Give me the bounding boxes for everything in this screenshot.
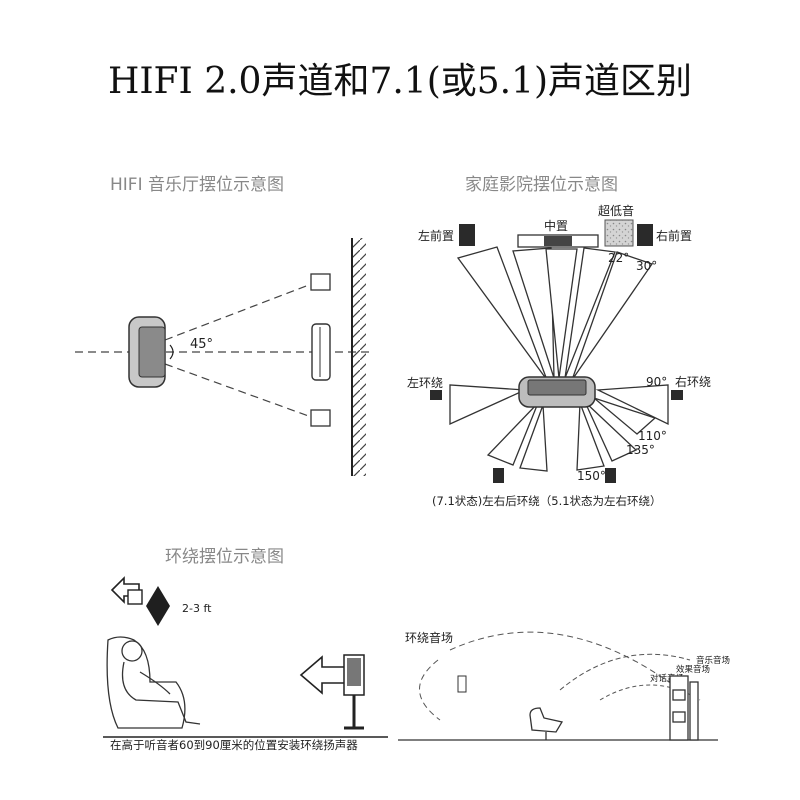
right-speaker-icon: [310, 409, 331, 427]
surround-right-label: 右环绕: [675, 374, 711, 389]
surround-right-speaker-icon: [671, 390, 683, 400]
surround-caption: 在高于听音者60到90厘米的位置安装环绕扬声器: [110, 738, 358, 752]
right-sightline: [164, 363, 315, 419]
surround-placement-diagram: 2-3 ft 在高于听音者60到90厘米的位置安装环绕扬声器: [103, 576, 388, 752]
hifi-angle-label: 45°: [190, 337, 213, 352]
rear-right-beam-1: [576, 402, 605, 471]
subwoofer-label: 超低音: [598, 203, 634, 218]
dialogue-field-label: 对话音场: [650, 673, 684, 684]
center-right-beam: [564, 247, 616, 379]
height-label: 2-3 ft: [182, 602, 212, 615]
rear-left-beam-1: [486, 402, 539, 466]
sound-field-diagram: 环绕音场 音乐音场 效果音场 对话音场: [398, 630, 730, 741]
center-speaker-icon: [517, 234, 599, 248]
wall-surround-speaker-icon: [457, 675, 467, 693]
surround-right-beam: [595, 384, 669, 426]
armchair-icon: [128, 316, 166, 388]
effects-field-arc: [559, 653, 691, 691]
left-sightline: [164, 282, 315, 341]
angle-arc: [169, 344, 174, 360]
rear-right-beam-3: [593, 397, 657, 435]
center-label: 中置: [544, 218, 568, 233]
height-double-arrow-icon: [146, 586, 170, 626]
sofa-icon: [518, 376, 596, 408]
effects-field-label: 效果音场: [676, 664, 710, 675]
home-theater-diagram: 左前置 中置 超低音 右前置 22° 30° 左环绕 右环绕 90° 110° …: [407, 203, 711, 508]
left-speaker-icon: [310, 273, 331, 291]
front-right-label: 右前置: [656, 228, 692, 243]
subwoofer-icon: [604, 219, 634, 247]
angle-150-label: 150°: [577, 469, 606, 483]
speaker-arrow-icon: [299, 654, 365, 730]
hifi-heading: HIFI 音乐厅摆位示意图: [110, 175, 284, 195]
surround-heading: 环绕摆位示意图: [165, 547, 284, 567]
rear-left-beam-2: [519, 404, 548, 472]
center-beam: [545, 248, 578, 379]
angle-110-label: 110°: [638, 429, 667, 443]
surround-left-label: 左环绕: [407, 375, 443, 390]
rear-left-speaker-icon: [493, 468, 504, 483]
surround-left-beam: [449, 384, 526, 426]
wall-speaker-icon: [110, 576, 143, 605]
screen-speaker-stack-icon: [669, 675, 699, 741]
front-left-beam: [456, 246, 548, 381]
wall-hatch: [352, 238, 366, 476]
home-theater-caption: (7.1状态)左右后环绕（5.1状态为左右环绕）: [432, 494, 662, 508]
surround-field-arc: [419, 659, 441, 721]
music-field-arc: [449, 631, 681, 691]
music-field-label: 音乐音场: [696, 655, 730, 666]
front-right-beam: [571, 251, 654, 381]
recliner-icon: [529, 707, 564, 740]
surround-field-label: 环绕音场: [405, 630, 453, 645]
angle-22-label: 22°: [608, 251, 629, 265]
angle-90-label: 90°: [646, 375, 667, 389]
rear-right-speaker-icon: [605, 468, 616, 483]
home-theater-heading: 家庭影院摆位示意图: [465, 175, 618, 195]
surround-left-speaker-icon: [430, 390, 442, 400]
tv-icon: [311, 323, 331, 381]
front-left-speaker-icon: [459, 224, 475, 246]
page-title: HIFI 2.0声道和7.1(或5.1)声道区别: [107, 61, 693, 102]
seated-listener-icon: [106, 636, 201, 729]
rear-right-beam-2: [584, 401, 638, 462]
hifi-diagram: 45°: [75, 238, 372, 476]
front-right-speaker-icon: [637, 224, 653, 246]
angle-135-label: 135°: [626, 443, 655, 457]
angle-30-label: 30°: [636, 259, 657, 273]
front-left-label: 左前置: [418, 228, 454, 243]
